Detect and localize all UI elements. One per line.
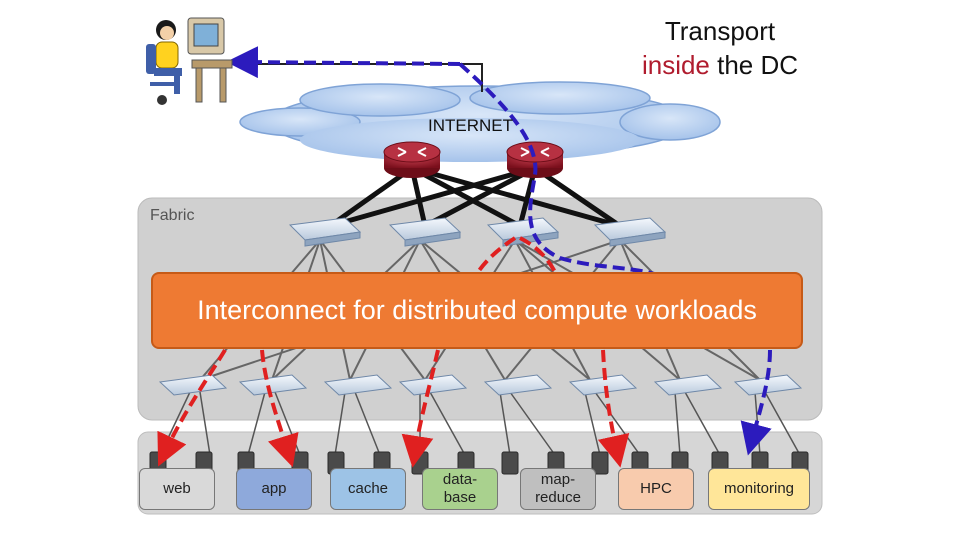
leaf-switches: [158, 374, 803, 396]
service-box-monitoring: monitoring: [708, 468, 810, 510]
slide-title: Transport inside the DC: [620, 14, 820, 82]
service-box-mapreduce: map- reduce: [520, 468, 596, 510]
service-label: app: [261, 480, 287, 497]
service-box-hpc: HPC: [618, 468, 694, 510]
service-box-app: app: [236, 468, 312, 510]
service-label: HPC: [640, 480, 672, 497]
internet-label: INTERNET: [428, 116, 513, 135]
service-label: map- reduce: [535, 471, 581, 506]
service-box-database: data- base: [422, 468, 498, 510]
title-rest: the DC: [709, 50, 799, 80]
service-label: web: [163, 480, 191, 497]
service-label: data- base: [442, 471, 478, 506]
blue-flow: [226, 46, 772, 456]
switch-icon: [593, 217, 667, 247]
switch-icon: [483, 374, 553, 396]
title-line2: inside the DC: [620, 48, 820, 82]
server-icon: [501, 451, 519, 475]
switch-icon: [653, 374, 723, 396]
switch-icon: [238, 374, 308, 396]
router-icon: [383, 141, 441, 178]
router-icon: [506, 141, 564, 178]
title-highlight: inside: [641, 50, 710, 80]
interconnect-banner: Interconnect for distributed compute wor…: [151, 272, 803, 349]
switch-icon: [733, 374, 803, 396]
switch-icon: [388, 217, 462, 247]
title-line1: Transport: [664, 16, 776, 46]
switch-icon: [323, 374, 393, 396]
switch-icon: [486, 217, 560, 247]
service-box-cache: cache: [330, 468, 406, 510]
fabric-label: Fabric: [150, 207, 195, 224]
red-flows: [157, 236, 630, 468]
switch-icon: [158, 374, 228, 396]
service-label: monitoring: [723, 480, 795, 497]
service-label: cache: [347, 480, 389, 497]
user-at-computer-icon: [146, 17, 233, 105]
service-box-web: web: [139, 468, 215, 510]
switch-icon: [288, 217, 362, 247]
switch-icon: [398, 374, 468, 396]
